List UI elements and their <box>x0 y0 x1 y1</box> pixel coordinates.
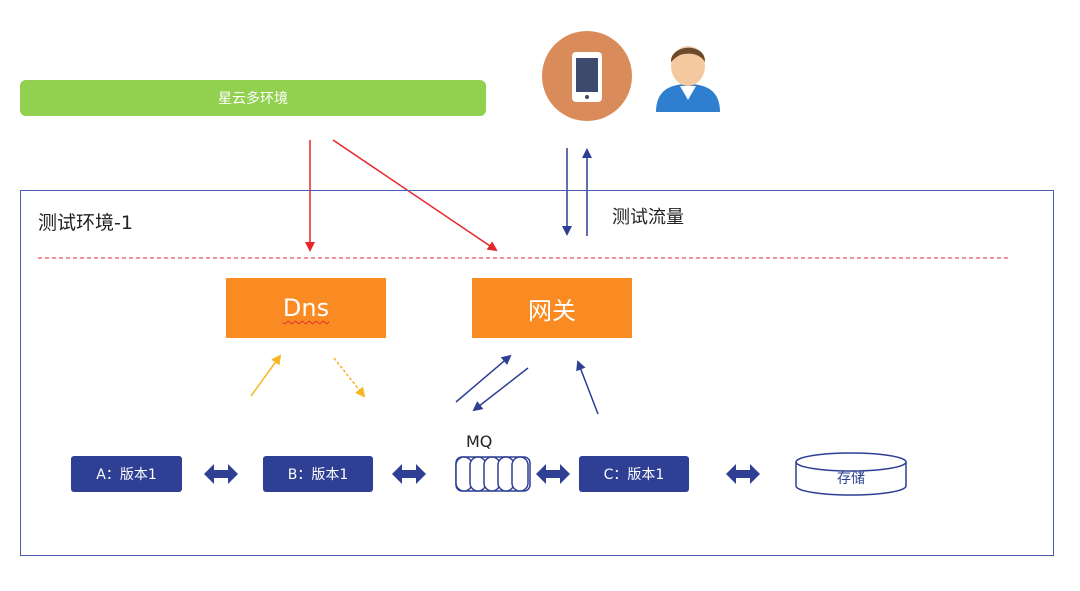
service-c-label: C：版本1 <box>603 467 665 483</box>
dns-label: Dns <box>282 294 330 322</box>
dns-query-arrow-up <box>250 354 282 397</box>
service-b-label: B：版本1 <box>287 467 349 483</box>
gateway-label: 网关 <box>528 296 576 325</box>
link-arrow-a-b <box>204 464 238 484</box>
dns-response-arrow-down <box>333 357 366 398</box>
link-arrow-mq-c <box>536 464 570 484</box>
phone-icon <box>542 31 632 121</box>
platform-bar: 星云多环境 <box>20 80 486 116</box>
dns-node: Dns <box>226 278 386 338</box>
storage-cylinder-icon <box>795 452 907 496</box>
service-c-to-gateway-arrow <box>576 360 599 415</box>
user-avatar-icon <box>656 46 720 112</box>
service-b-node: B：版本1 <box>263 456 373 492</box>
mq-queue-icon <box>455 456 531 492</box>
mq-label: MQ <box>466 432 493 451</box>
link-arrow-c-storage <box>726 464 760 484</box>
gateway-arrow-out <box>472 367 529 412</box>
platform-label: 星云多环境 <box>218 91 288 107</box>
service-a-node: A：版本1 <box>71 456 182 492</box>
environment-title: 测试环境-1 <box>38 212 133 234</box>
gateway-node: 网关 <box>472 278 632 338</box>
test-traffic-label: 测试流量 <box>612 207 684 228</box>
route-arrow-to-gateway <box>332 139 498 252</box>
storage-label: 存储 <box>837 471 865 487</box>
gateway-arrow-in <box>455 354 512 403</box>
service-a-label: A：版本1 <box>96 467 157 483</box>
link-arrows <box>204 464 760 484</box>
environment-frame <box>20 190 1054 556</box>
link-arrow-b-mq <box>392 464 426 484</box>
service-c-node: C：版本1 <box>579 456 689 492</box>
